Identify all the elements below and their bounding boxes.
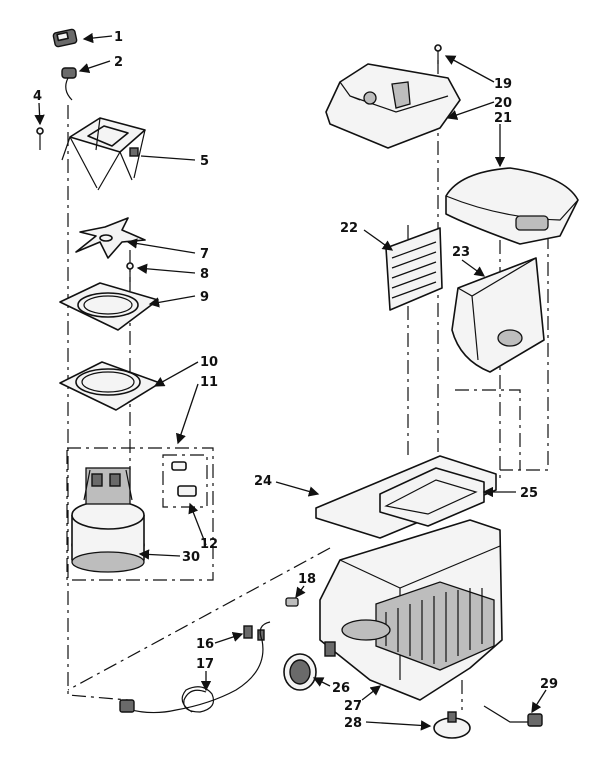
callout-27: 27 <box>344 699 362 714</box>
screw-top-part <box>434 44 442 64</box>
callout-25: 25 <box>520 486 538 501</box>
motor-mount-part <box>61 117 146 191</box>
callout-26: 26 <box>332 681 350 696</box>
callout-16: 16 <box>196 637 214 652</box>
grommet-part <box>285 597 299 607</box>
callout-19: 19 <box>494 77 512 92</box>
base-body-part <box>319 519 503 701</box>
callout-5: 5 <box>200 154 209 169</box>
screw-part <box>36 127 44 150</box>
brush-part <box>171 461 197 497</box>
power-cord-part <box>119 621 271 714</box>
callout-24: 24 <box>254 474 272 489</box>
callout-1: 1 <box>114 30 123 45</box>
callout-22: 22 <box>340 221 358 236</box>
connector-part <box>61 67 77 101</box>
callout-30: 30 <box>182 550 200 565</box>
callout-11: 11 <box>200 375 218 390</box>
callout-17: 17 <box>196 657 214 672</box>
fan-part <box>75 217 146 259</box>
foot-switch-part <box>483 705 543 727</box>
callout-labels: 1 2 4 5 7 8 9 10 11 12 30 16 17 18 19 20 <box>33 30 558 731</box>
callout-8: 8 <box>200 267 209 282</box>
motor-assembly-group <box>66 447 214 581</box>
caster-part <box>433 711 471 739</box>
callout-23: 23 <box>452 245 470 260</box>
callout-2: 2 <box>114 55 123 70</box>
callout-12: 12 <box>200 537 218 552</box>
screw-small-part <box>126 262 134 282</box>
callout-28: 28 <box>344 716 362 731</box>
handle-cover-part <box>445 167 579 245</box>
gasket-plate-part <box>59 282 159 331</box>
wheel-part <box>283 653 317 691</box>
top-cover-part <box>325 63 461 149</box>
callout-20: 20 <box>494 96 512 111</box>
callout-29: 29 <box>540 677 558 692</box>
callout-7: 7 <box>200 247 209 262</box>
filter-part <box>385 227 443 311</box>
lid-frame-part <box>315 455 497 539</box>
callout-21: 21 <box>494 111 512 126</box>
callout-9: 9 <box>200 290 209 305</box>
dust-bag-part <box>451 257 545 373</box>
callout-18: 18 <box>298 572 316 587</box>
motor-part <box>71 467 145 573</box>
callout-10: 10 <box>200 355 218 370</box>
gasket-ring-part <box>59 361 161 411</box>
callout-4: 4 <box>33 89 42 104</box>
switch-part <box>52 28 78 48</box>
